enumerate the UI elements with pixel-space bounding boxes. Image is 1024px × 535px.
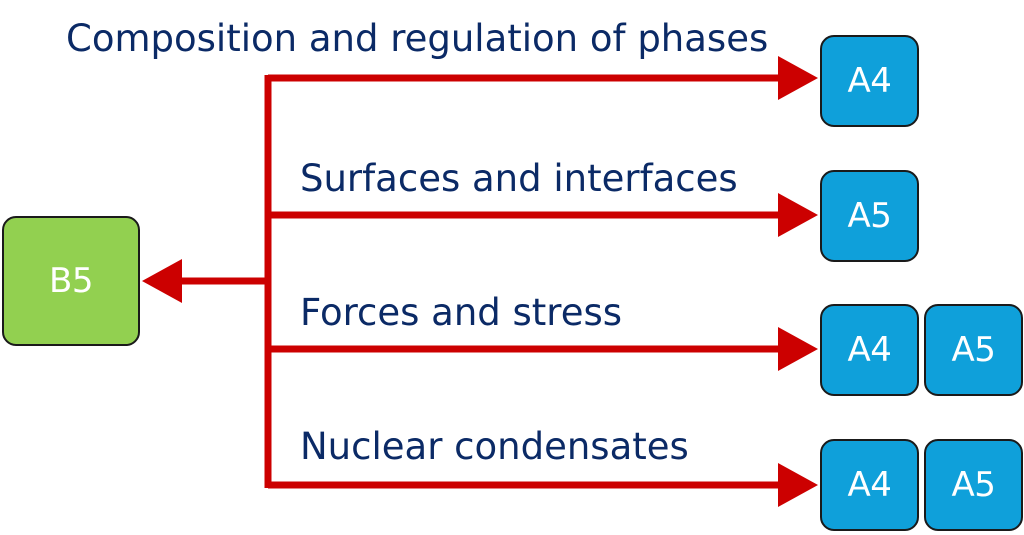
target-box-label: A5 bbox=[951, 330, 996, 370]
target-box-label: A4 bbox=[847, 465, 892, 505]
target-box-label: A4 bbox=[847, 330, 892, 370]
branch-arrowhead-composition bbox=[778, 56, 818, 100]
branch-arrowhead-forces bbox=[778, 327, 818, 371]
target-box-label: A5 bbox=[951, 465, 996, 505]
branch-label-surfaces: Surfaces and interfaces bbox=[300, 157, 738, 200]
target-box-forces-a5: A5 bbox=[924, 304, 1023, 396]
target-box-label: A5 bbox=[847, 196, 892, 236]
target-box-condensates-a5: A5 bbox=[924, 439, 1023, 531]
branch-label-composition: Composition and regulation of phases bbox=[66, 17, 769, 60]
branch-label-forces: Forces and stress bbox=[300, 291, 623, 334]
target-box-condensates-a4: A4 bbox=[820, 439, 919, 531]
target-box-surfaces-a5: A5 bbox=[820, 170, 919, 262]
branch-label-condensates: Nuclear condensates bbox=[300, 425, 689, 468]
source-arrowhead bbox=[142, 259, 182, 303]
target-box-forces-a4: A4 bbox=[820, 304, 919, 396]
source-box-label: B5 bbox=[49, 261, 93, 301]
target-box-composition-a4: A4 bbox=[820, 35, 919, 127]
source-box-b5: B5 bbox=[2, 216, 140, 346]
branch-arrowhead-condensates bbox=[778, 463, 818, 507]
branch-arrowhead-surfaces bbox=[778, 193, 818, 237]
target-box-label: A4 bbox=[847, 61, 892, 101]
